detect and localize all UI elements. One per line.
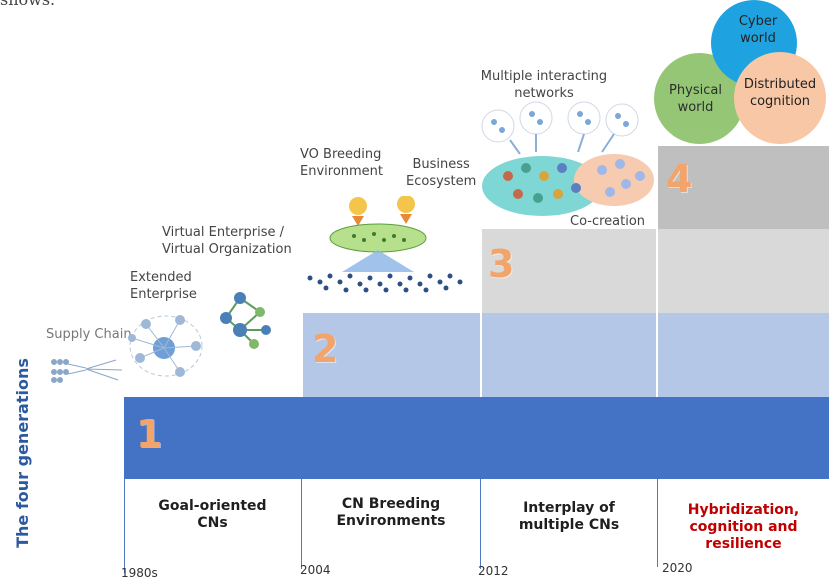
generation-number-3: 3 [488,242,515,286]
extended-enterprise-label: Extended Enterprise [130,269,197,303]
era-label-4: Hybridization, cognition and resilience [658,502,829,553]
gen2-bar [302,313,829,397]
timeline-line-1980s [124,479,125,573]
generation-number-4: 4 [666,157,693,201]
virtual-enterprise-network-illustration [220,292,271,349]
supply-chain-illustration [51,315,203,383]
era-label-3-line: Interplay of [523,500,615,516]
generation-number-1: 1 [136,412,163,456]
era-label-1-line: Goal-oriented [158,498,267,514]
era-label-3: Interplay of multiple CNs [481,500,657,534]
year-label-2020: 2020 [662,561,693,575]
era-label-4-line: cognition and [689,519,798,535]
distributed-cognition-text: Distributed cognition [744,76,816,110]
cyber-world-text: Cyber world [739,13,777,47]
business-ecosystem-line: Ecosystem [406,174,477,189]
top-text-fragment: shows. [0,0,55,8]
distributed-cognition-line: cognition [749,94,811,109]
generation-number-2: 2 [312,327,339,371]
virtual-enterprise-line: Virtual Organization [162,242,292,257]
virtual-enterprise-line: Virtual Enterprise / [162,225,284,240]
column-separator [656,146,658,397]
cyber-world-line: world [740,31,776,46]
era-label-1-line: CNs [197,515,228,531]
era-label-1: Goal-oriented CNs [124,498,301,532]
year-label-2012: 2012 [478,564,509,578]
year-label-1980s: 1980s [121,566,158,580]
multiple-networks-illustration [481,101,654,216]
era-label-3-line: multiple CNs [518,517,620,533]
era-label-2-line: Environments [336,513,446,529]
timeline-line-2004 [301,479,302,569]
physical-world-line: world [677,99,714,115]
gen1-bar [124,397,829,479]
year-label-2004: 2004 [300,563,331,577]
era-label-2-line: CN Breeding [341,496,441,512]
gen4-bar-top [657,146,829,229]
physical-world-text: Physical world [669,82,722,116]
co-creation-label: Co-creation [570,214,646,229]
vo-breeding-line: VO Breeding [300,147,382,162]
supply-chain-label: Supply Chain [46,327,132,342]
era-label-2: CN Breeding Environments [302,496,480,530]
vo-breeding-illustration [307,196,463,293]
era-label-4-line: resilience [705,536,782,552]
column-separator [480,229,482,397]
cyber-world-line: Cyber [738,14,778,29]
vo-breeding-label: VO Breeding Environment [300,146,383,180]
distributed-cognition-bubble: Distributed cognition [734,52,826,144]
timeline-line-2012 [480,479,481,569]
virtual-enterprise-label: Virtual Enterprise / Virtual Organizatio… [162,224,292,258]
multiple-networks-line: networks [514,86,574,101]
business-ecosystem-label: Business Ecosystem [406,156,476,190]
business-ecosystem-line: Business [412,157,470,172]
era-label-4-line: Hybridization, [687,502,800,518]
multiple-networks-line: Multiple interacting [480,69,608,84]
extended-enterprise-line: Extended [130,270,192,285]
side-title: The four generations [13,358,32,548]
vo-breeding-line: Environment [300,164,384,179]
timeline-line-2020 [657,479,658,567]
column-separator [301,313,303,397]
gen3-bar [481,229,829,313]
multiple-networks-label: Multiple interacting networks [478,68,610,102]
extended-enterprise-line: Enterprise [130,287,197,302]
distributed-cognition-line: Distributed [743,77,817,92]
physical-world-line: Physical [669,82,722,98]
